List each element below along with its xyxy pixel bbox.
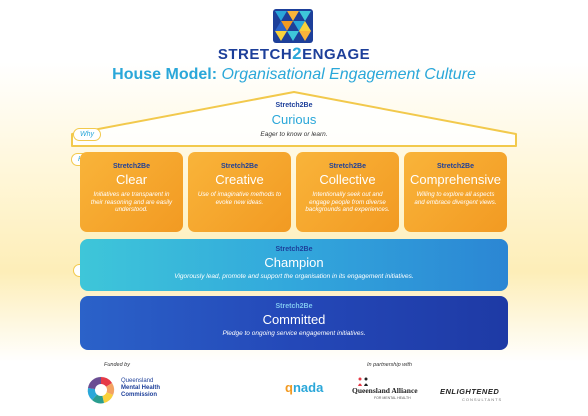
band-name: Committed: [262, 312, 326, 327]
brand-two: 2: [292, 44, 303, 63]
funded-by-label: Funded by: [104, 362, 130, 368]
pillar-desc: Initiatives are transparent in their rea…: [90, 191, 173, 213]
pillar-name: Collective: [319, 172, 376, 187]
qmhc-line2: Mental Health: [121, 385, 161, 391]
qanada-logo: qnada: [285, 380, 323, 395]
brand-wordmark: STRETCH2ENGAGE: [0, 44, 588, 64]
pillar-prefix: Stretch2Be: [113, 163, 150, 170]
qmhc-line1: Queensland: [121, 378, 154, 384]
pillar-desc: Intentionally seek out and engage people…: [305, 191, 390, 213]
partnership-label: In partnership with: [367, 362, 412, 368]
title-main: House Model:: [112, 66, 218, 83]
qa-wordmark: Queensland Alliance: [352, 386, 418, 395]
ec-subtitle: CONSULTANTS: [462, 397, 503, 402]
band-desc: Pledge to ongoing service engagement ini…: [222, 330, 366, 337]
roof-prefix: Stretch2Be: [275, 102, 313, 109]
pillar-desc: Willing to explore all aspects and embra…: [414, 191, 497, 206]
pillar-creative: Stretch2Be Creative Use of imaginative m…: [188, 152, 291, 232]
pillar-name: Comprehensive: [409, 172, 502, 187]
pillar-desc: Use of imaginative methods to evoke new …: [197, 191, 282, 206]
pillar-comprehensive: Stretch2Be Comprehensive Willing to expl…: [404, 152, 507, 232]
pillar-name: Creative: [215, 172, 264, 187]
title-italic: Organisational Engagement Culture: [221, 66, 476, 83]
qa-subtitle: FOR MENTAL HEALTH: [374, 396, 411, 400]
band-prefix: Stretch2Be: [275, 303, 313, 310]
band-prefix: Stretch2Be: [275, 246, 313, 253]
roof-desc: Eager to know or learn.: [260, 131, 328, 138]
pillar-collective: Stretch2Be Collective Intentionally seek…: [296, 152, 399, 232]
brand-left: STRETCH: [217, 46, 293, 63]
qanada-q: q: [285, 380, 293, 395]
qmhc-line3: Commission: [121, 392, 158, 398]
qanada-rest: nada: [292, 380, 324, 395]
qmhc-wordmark: Queensland Mental Health Commission: [121, 378, 160, 399]
band-name: Champion: [264, 255, 324, 270]
pillar-clear: Stretch2Be Clear Initiatives are transpa…: [80, 152, 183, 232]
page-title: House Model: Organisational Engagement C…: [0, 66, 588, 84]
pillar-prefix: Stretch2Be: [329, 163, 366, 170]
stretch2engage-logo-icon: [273, 9, 313, 43]
tag-why: Why: [73, 128, 101, 141]
pillar-name: Clear: [115, 172, 148, 187]
roof-outline: [71, 91, 517, 147]
pillar-prefix: Stretch2Be: [437, 163, 474, 170]
brand-right: ENGAGE: [302, 46, 371, 63]
qa-figures-icon: [358, 377, 368, 386]
pillar-prefix: Stretch2Be: [221, 163, 258, 170]
qmhc-logo-icon: [87, 376, 115, 404]
band-committed: Stretch2Be Committed Pledge to ongoing s…: [80, 296, 508, 350]
roof-name: Curious: [271, 112, 317, 127]
band-desc: Vigorously lead, promote and support the…: [174, 273, 414, 280]
ec-wordmark: ENLIGHTENED: [440, 387, 500, 396]
band-champion: Stretch2Be Champion Vigorously lead, pro…: [80, 239, 508, 291]
